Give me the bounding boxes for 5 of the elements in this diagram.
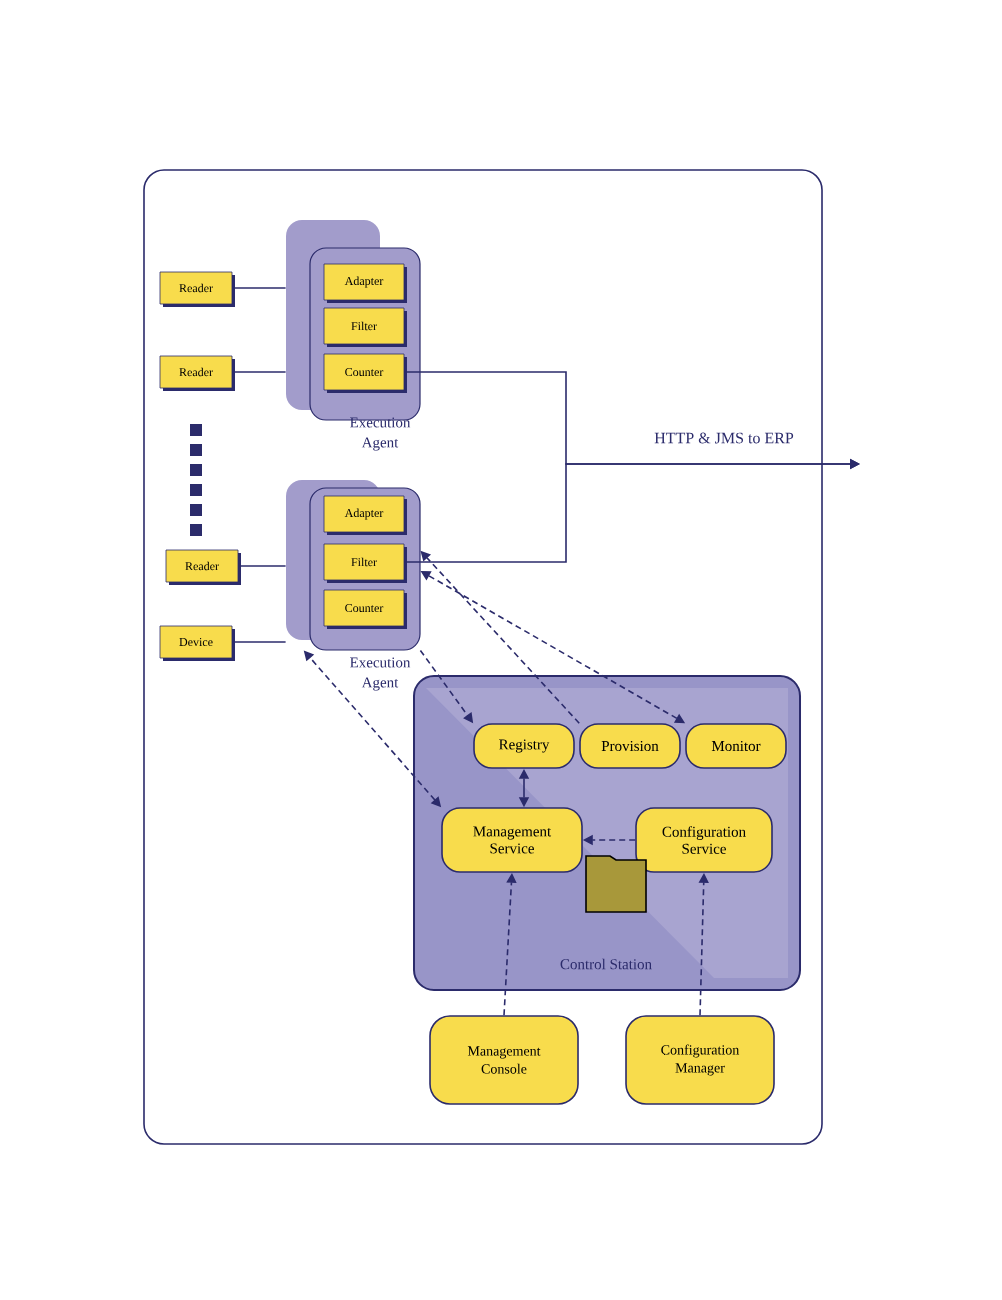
connector-line (231, 641, 287, 643)
connector-line (231, 371, 287, 373)
connector-line (237, 565, 287, 567)
connector-line (231, 287, 287, 289)
edge-label: HTTP & JMS to ERP (652, 430, 796, 446)
